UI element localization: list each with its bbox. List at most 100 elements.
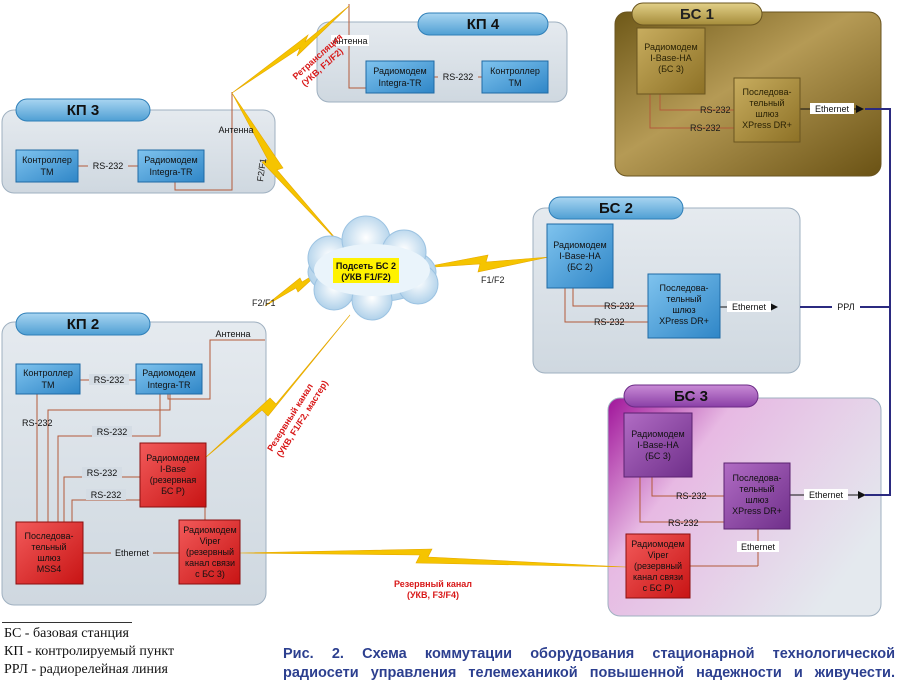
radio-links [204,5,627,568]
kp4-title: КП 4 [467,16,500,33]
bs2-gw-l1: тельный [666,294,701,304]
bs2-title-pill: БС 2 [548,196,684,220]
kp3-rs-label: RS-232 [93,161,124,171]
kp2-viper-l1: Viper [200,536,221,546]
bs3-modem-l2: (БС 3) [645,451,671,461]
kp4-title-pill: КП 4 [417,12,549,36]
footnote-divider [2,622,132,623]
footnote-kp: КП - контролируемый пункт [4,644,175,659]
kp2-rs-e-label: RS-232 [91,490,122,500]
bs2-eth-label: Ethernet [732,302,767,312]
kp2-ibase-l3: БС Р) [161,486,185,496]
bs3-title-pill: БС 3 [623,384,759,408]
footnote-rrl: РРЛ - радиорелейная линия [4,662,168,677]
kp2-mss-l2: шлюз [37,553,60,563]
kp4-rs-label: RS-232 [443,72,474,82]
rrl-label: РРЛ [837,302,855,312]
bs1-modem-l1: I-Base-HA [650,53,692,63]
bs3-viper-l1: Viper [648,550,669,560]
reserve-bs3-l1: (УКВ, F3/F4) [407,590,459,600]
kp3-controller-l1: ТМ [41,167,54,177]
kp2-controller-box [15,363,81,395]
lightning-cloud-bs2 [419,254,550,273]
kp2-viper-l2: (резервный [186,547,234,557]
kp2-modem-box [135,363,203,395]
kp4-modem-l1: Integra-TR [378,78,422,88]
kp2-mss-box [15,521,84,585]
kp3-modem-box [137,149,205,183]
bs1-eth-label: Ethernet [815,104,850,114]
cloud-label-line1: Подсеть БС 2 [336,261,396,271]
bs1-modem-l2: (БС 3) [658,64,684,74]
bs3-title: БС 3 [674,388,708,405]
kp2-f2f1-label: F2/F1 [252,298,276,308]
bs1-rs1-label: RS-232 [700,105,731,115]
kp4-controller-l1: ТМ [509,78,522,88]
kp3-modem-l1: Integra-TR [149,167,193,177]
bs2-title: БС 2 [599,200,633,217]
kp2-rs-c-label: RS-232 [97,427,128,437]
bs2-modem-box [546,223,614,289]
kp3-title: КП 3 [67,102,99,119]
bs1-gateway-box [733,77,801,143]
kp2-mss-l3: MSS4 [37,564,62,574]
kp3-controller-l0: Контроллер [22,155,72,165]
bs2-modem-l0: Радиомодем [553,240,606,250]
bs2-modem-l2: (БС 2) [567,262,593,272]
cloud-label-line2: (УКВ F1/F2) [341,272,391,282]
bs3-gw-l1: тельный [739,484,774,494]
kp2-title-pill: КП 2 [15,312,151,336]
kp2-rs-d-label: RS-232 [87,468,118,478]
lightning-reserve-bs3 [239,548,627,568]
bs2-gw-l3: XPress DR+ [659,316,709,326]
bs1-title: БС 1 [680,6,714,23]
bs1-title-pill: БС 1 [631,2,763,26]
kp2-viper-l3: канал связи [185,558,235,568]
bs3-viper-l3: канал связи [633,572,683,582]
bs2-modem-l1: I-Base-HA [559,251,601,261]
bs1-modem-box [636,27,706,95]
bs3-gw-l0: Последова- [733,473,782,483]
kp2-controller-l1: ТМ [42,380,55,390]
kp2-ibase-box [139,442,207,508]
kp2-ibase-l0: Радиомодем [146,453,199,463]
kp2-modem-l0: Радиомодем [142,368,195,378]
kp2-ibase-l1: I-Base [160,464,186,474]
bs1-gw-l2: шлюз [755,109,778,119]
bs1-gw-l1: тельный [749,98,784,108]
bs1-gw-l3: XPress DR+ [742,120,792,130]
bs3-viper-l0: Радиомодем [631,539,684,549]
kp4-antenna-label: Антенна [333,36,368,46]
bs1-rs2-label: RS-232 [690,123,721,133]
caption-line2: радиосети управления телемеханикой повыш… [283,665,895,681]
bs3-viper-l4: с БС Р) [643,583,674,593]
subnet-cloud: Подсеть БС 2 (УКВ F1/F2) [307,215,439,321]
bs3-rs1-label: RS-232 [676,491,707,501]
kp2-rs-b-label: RS-232 [22,418,53,428]
bs2-rs1-label: RS-232 [604,301,635,311]
bs2-rs2-label: RS-232 [594,317,625,327]
kp3-controller-box [15,149,79,183]
lightning-reserve-kp2 [204,314,351,459]
kp4-modem-l0: Радиомодем [373,66,426,76]
kp3-f2f1-label: F2/F1 [255,158,268,183]
kp2-viper-l0: Радиомодем [183,525,236,535]
bs2-gw-l0: Последова- [660,283,709,293]
bs3-viper-box [625,533,691,599]
reserve-kp2-label: Резервный канал (УКВ, F1/F2, мастер) [265,378,330,458]
bs3-modem-l0: Радиомодем [631,429,684,439]
kp2-eth-label: Ethernet [115,548,150,558]
bs3-viper-l2: (резервный [634,561,682,571]
bs1-gw-l0: Последова- [743,87,792,97]
footnote-bs: БС - базовая станция [4,626,129,641]
